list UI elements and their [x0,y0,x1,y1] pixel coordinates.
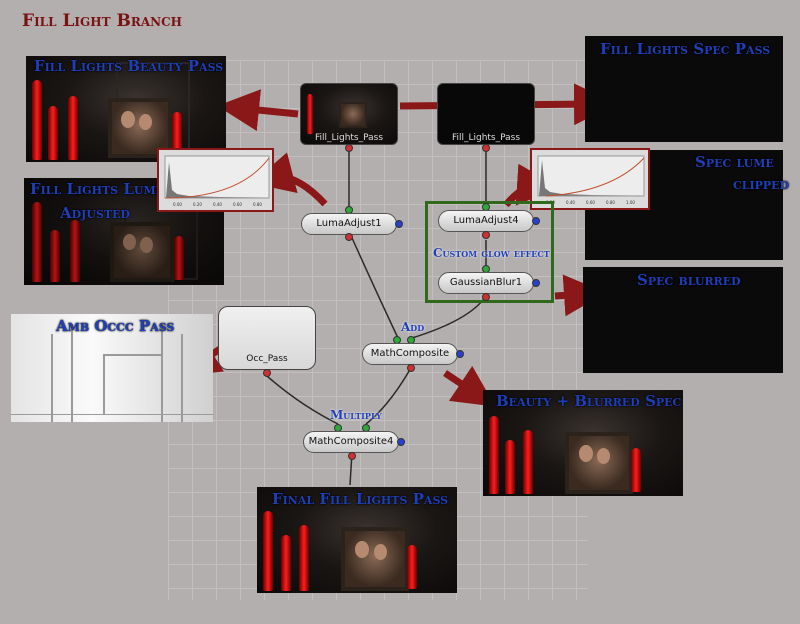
svg-text:0.80: 0.80 [253,202,262,207]
fill-lights-spec-image [585,36,783,142]
output-port[interactable] [348,452,356,460]
svg-text:0.00: 0.00 [173,202,182,207]
arrow-luma-curve [251,152,328,207]
page-title: Fill Light Branch [22,11,182,31]
label-add: Add [401,320,425,334]
luma-curve-graph-1: 0.00 0.20 0.40 0.60 0.80 [157,148,274,212]
label-final: Final Fill Lights Pass [272,490,449,508]
amb-occ-image [11,314,213,422]
svg-text:0.40: 0.40 [566,200,575,205]
label-fill-beauty: Fill Lights Beauty Pass [34,57,224,75]
node-math-composite[interactable]: MathComposite [362,343,458,365]
port[interactable] [395,220,403,228]
svg-text:1.00: 1.00 [626,200,635,205]
label-fill-lume: Fill Lights Lume [30,180,165,198]
port[interactable] [397,438,405,446]
output-port[interactable] [482,293,490,301]
final-fill-lights-image [257,487,457,593]
node-math-composite-4[interactable]: MathComposite4 [303,431,399,453]
label-multiply: Multiply [330,408,382,422]
label-beauty-blurred: Beauty + Blurred Spec [496,392,682,410]
svg-text:0.60: 0.60 [586,200,595,205]
svg-text:0.40: 0.40 [213,202,222,207]
port[interactable] [456,350,464,358]
beauty-blurred-image [483,390,683,496]
svg-text:0.20: 0.20 [193,202,202,207]
port[interactable] [532,217,540,225]
label-amb-occ: Amb Occc Pass [56,317,175,335]
svg-text:0.60: 0.60 [233,202,242,207]
output-port[interactable] [407,364,415,372]
output-port[interactable] [482,231,490,239]
custom-glow-group [425,201,554,303]
label-spec-lume: Spec lume [695,153,774,171]
node-fill-lights-pass-beauty[interactable]: Fill_Lights_Pass [300,83,398,145]
port[interactable] [532,279,540,287]
label-spec-blurred: Spec blurred [637,271,741,289]
arrow-to-blurred [554,274,606,317]
arrow-to-beauty [217,89,299,131]
output-port[interactable] [345,233,353,241]
output-port[interactable] [345,144,353,152]
node-fill-lights-pass-spec[interactable]: Fill_Lights_Pass [437,83,535,145]
node-luma-adjust-4[interactable]: LumaAdjust4 [438,210,534,232]
node-luma-adjust-1[interactable]: LumaAdjust1 [301,213,397,235]
curve-plot: 0.00 0.20 0.40 0.60 0.80 [164,155,270,207]
arrow-to-beauty-blurred [443,365,496,407]
output-port[interactable] [482,144,490,152]
node-gaussian-blur-1[interactable]: GaussianBlur1 [438,272,534,294]
label-adjusted: Adjusted [60,204,131,222]
svg-text:0.80: 0.80 [606,200,615,205]
label-fill-spec: Fill Lights Spec Pass [600,40,771,58]
node-occ-pass[interactable]: Occ_Pass [218,306,316,370]
spec-blurred-image [583,267,783,373]
output-port[interactable] [263,369,271,377]
label-custom-glow: Custom glow effect [433,246,550,260]
label-clipped: clipped [733,175,790,193]
